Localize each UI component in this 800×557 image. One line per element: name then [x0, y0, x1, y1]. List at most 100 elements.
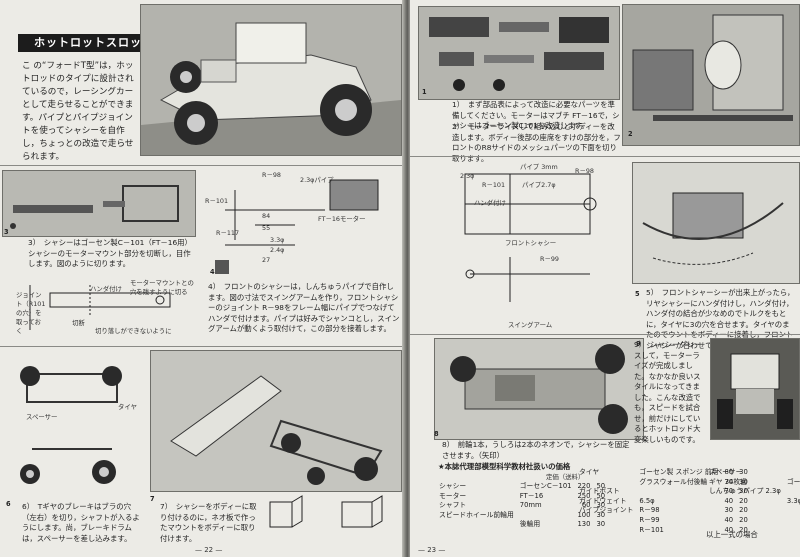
- parts-cell: 30: [596, 520, 606, 529]
- parts-cell: 50: [596, 491, 606, 500]
- photo-step6: [12, 354, 132, 494]
- diagram-mounts: [262, 492, 400, 532]
- parts-cell: 30: [739, 477, 748, 486]
- parts-cell: [517, 511, 575, 521]
- label-motor-mount: モーターマウントとの穴を残すように切る: [130, 279, 194, 296]
- parts-cell: グラスウォール付後輪: [639, 477, 708, 486]
- parts-cell: 30: [724, 506, 734, 515]
- parts-cell: 20: [739, 515, 748, 524]
- label-pipe-27: パイプ2.7φ: [522, 181, 556, 189]
- parts-cell: 70: [724, 487, 734, 496]
- parts-row: パイプジョイント R－98 30 20: [576, 506, 751, 516]
- photo-step7: [150, 350, 402, 492]
- parts-cell: [784, 506, 800, 516]
- hero-photo-hotrod: [140, 4, 402, 156]
- parts-cell: 100: [577, 510, 591, 519]
- diagram-step4: [205, 170, 401, 280]
- parts-cell: 20: [739, 506, 748, 515]
- label-d84: 84: [262, 212, 271, 220]
- parts-cell: [576, 516, 636, 526]
- panel-step8-9: [410, 334, 800, 335]
- label-r117: R－117: [216, 229, 240, 237]
- label-d24: 2.4φ: [270, 246, 285, 254]
- photo-step3: [2, 170, 196, 237]
- parts-cell: ガイドウェイト: [579, 496, 627, 505]
- parts-cell: [784, 468, 800, 478]
- parts-title: ★本誌代理部模型科学教材社扱いの価格: [438, 462, 571, 471]
- label-handle: ハンダ付け: [474, 199, 506, 207]
- photo-number-3: 3: [4, 228, 9, 236]
- parts-cell: モーター: [439, 491, 467, 500]
- parts-cell: 20: [739, 525, 748, 534]
- parts-cell: [576, 478, 636, 488]
- photo-number-4: 4: [210, 268, 215, 276]
- left-page: ホットロットスロットカーに改造 こ の“フォードT型”は，ホットロッドのタイプに…: [0, 0, 404, 557]
- photo-number-6: 6: [6, 500, 11, 508]
- parts-cell: スピードホイール前輪用: [439, 510, 514, 519]
- step3-text: 3） シャシーはゴーセン製C－101（FT－16用）シャシーのモーターマウント部…: [28, 238, 192, 268]
- label-d23: 2.3φ: [460, 172, 475, 180]
- diagram-front-chassis: [450, 162, 630, 322]
- label-cut: 切断: [72, 319, 85, 327]
- photo-number-9: 9: [636, 340, 641, 348]
- parts-cell: FT－16: [519, 491, 544, 500]
- parts-cell: 30: [596, 501, 606, 510]
- label-solder: ハンダ付け: [90, 285, 122, 293]
- photo-step5: [632, 162, 800, 284]
- photo-number-7: 7: [150, 495, 155, 503]
- parts-cell: しんちゅうパイプ 2.3φ: [709, 487, 781, 496]
- label-d55: 55: [262, 224, 271, 232]
- parts-cell: 70mm: [519, 501, 542, 510]
- parts-cell: 60: [581, 501, 591, 510]
- photo-number-2: 2: [628, 130, 633, 138]
- label-front-chassis: フロントシャシー: [505, 239, 557, 247]
- parts-cell: [706, 497, 784, 507]
- parts-row: 1,410円送料195: [706, 506, 800, 516]
- parts-cell: R－98: [639, 506, 660, 515]
- parts-cell: 80: [724, 468, 734, 476]
- step9-text: 9） シャシーグレースして，モーターライズが完成しました。なかなか良いスタイルに…: [634, 340, 702, 444]
- parts-cell: 130: [577, 520, 591, 529]
- parts-row: R－101 40 20: [576, 526, 751, 536]
- photo-step2: [622, 4, 800, 146]
- step6-text: 6） Tギヤのブレーキはブラの穴（左右）を切り，シャフトが入るようにします。尚，…: [22, 502, 140, 543]
- parts-cell: [576, 526, 636, 536]
- parts-cell: 6.5φ: [639, 496, 655, 505]
- parts-cell: タイヤ: [579, 468, 600, 476]
- parts-cell: 50: [596, 482, 606, 490]
- parts-cell: [436, 520, 517, 530]
- parts-cell: ゴーセンC－101: [519, 482, 572, 490]
- label-cut-note: 切り落しができないように: [95, 327, 172, 335]
- parts-cell: 3.3φ: [786, 496, 800, 505]
- label-ft16: FT－16モーター: [318, 215, 366, 223]
- step2-text: 2） モーターライズして組み込むとボディーを改造します。ボディー後部の座席をすけ…: [452, 122, 621, 163]
- label-tire: タイヤ: [118, 403, 137, 411]
- label-pipe-3mm: パイプ 3mm: [520, 163, 558, 171]
- parts-row: 3.3φ6020: [706, 497, 800, 507]
- label-r99: R－99: [540, 255, 559, 263]
- parts-cell: 40: [724, 515, 734, 524]
- label-pipe: 2.3φパイプ: [300, 176, 334, 184]
- photo-step9-finished-car: [710, 338, 800, 440]
- parts-cell: 70: [724, 477, 734, 486]
- panel-front-chassis: [410, 156, 800, 157]
- photo-number-1: 1: [422, 88, 427, 96]
- parts-cell: 40: [724, 496, 734, 505]
- photo-step8: [434, 338, 644, 440]
- parts-cell: 30: [739, 468, 748, 476]
- parts-row: スピードホイール前輪用 100 30: [436, 511, 608, 521]
- parts-cell: 30: [596, 510, 606, 519]
- parts-cell: ギヤ 34枚歯: [709, 477, 747, 486]
- parts-cell: R－101: [639, 525, 664, 534]
- photo-step1-parts: [418, 6, 620, 100]
- parts-cell: 後輪用: [519, 520, 541, 529]
- binding-gutter: [402, 0, 412, 557]
- parts-cell: パイプジョイント: [579, 506, 634, 515]
- parts-cell: 40: [724, 525, 734, 534]
- panel-step6-7: [0, 346, 404, 347]
- parts-cell: 20: [739, 496, 748, 505]
